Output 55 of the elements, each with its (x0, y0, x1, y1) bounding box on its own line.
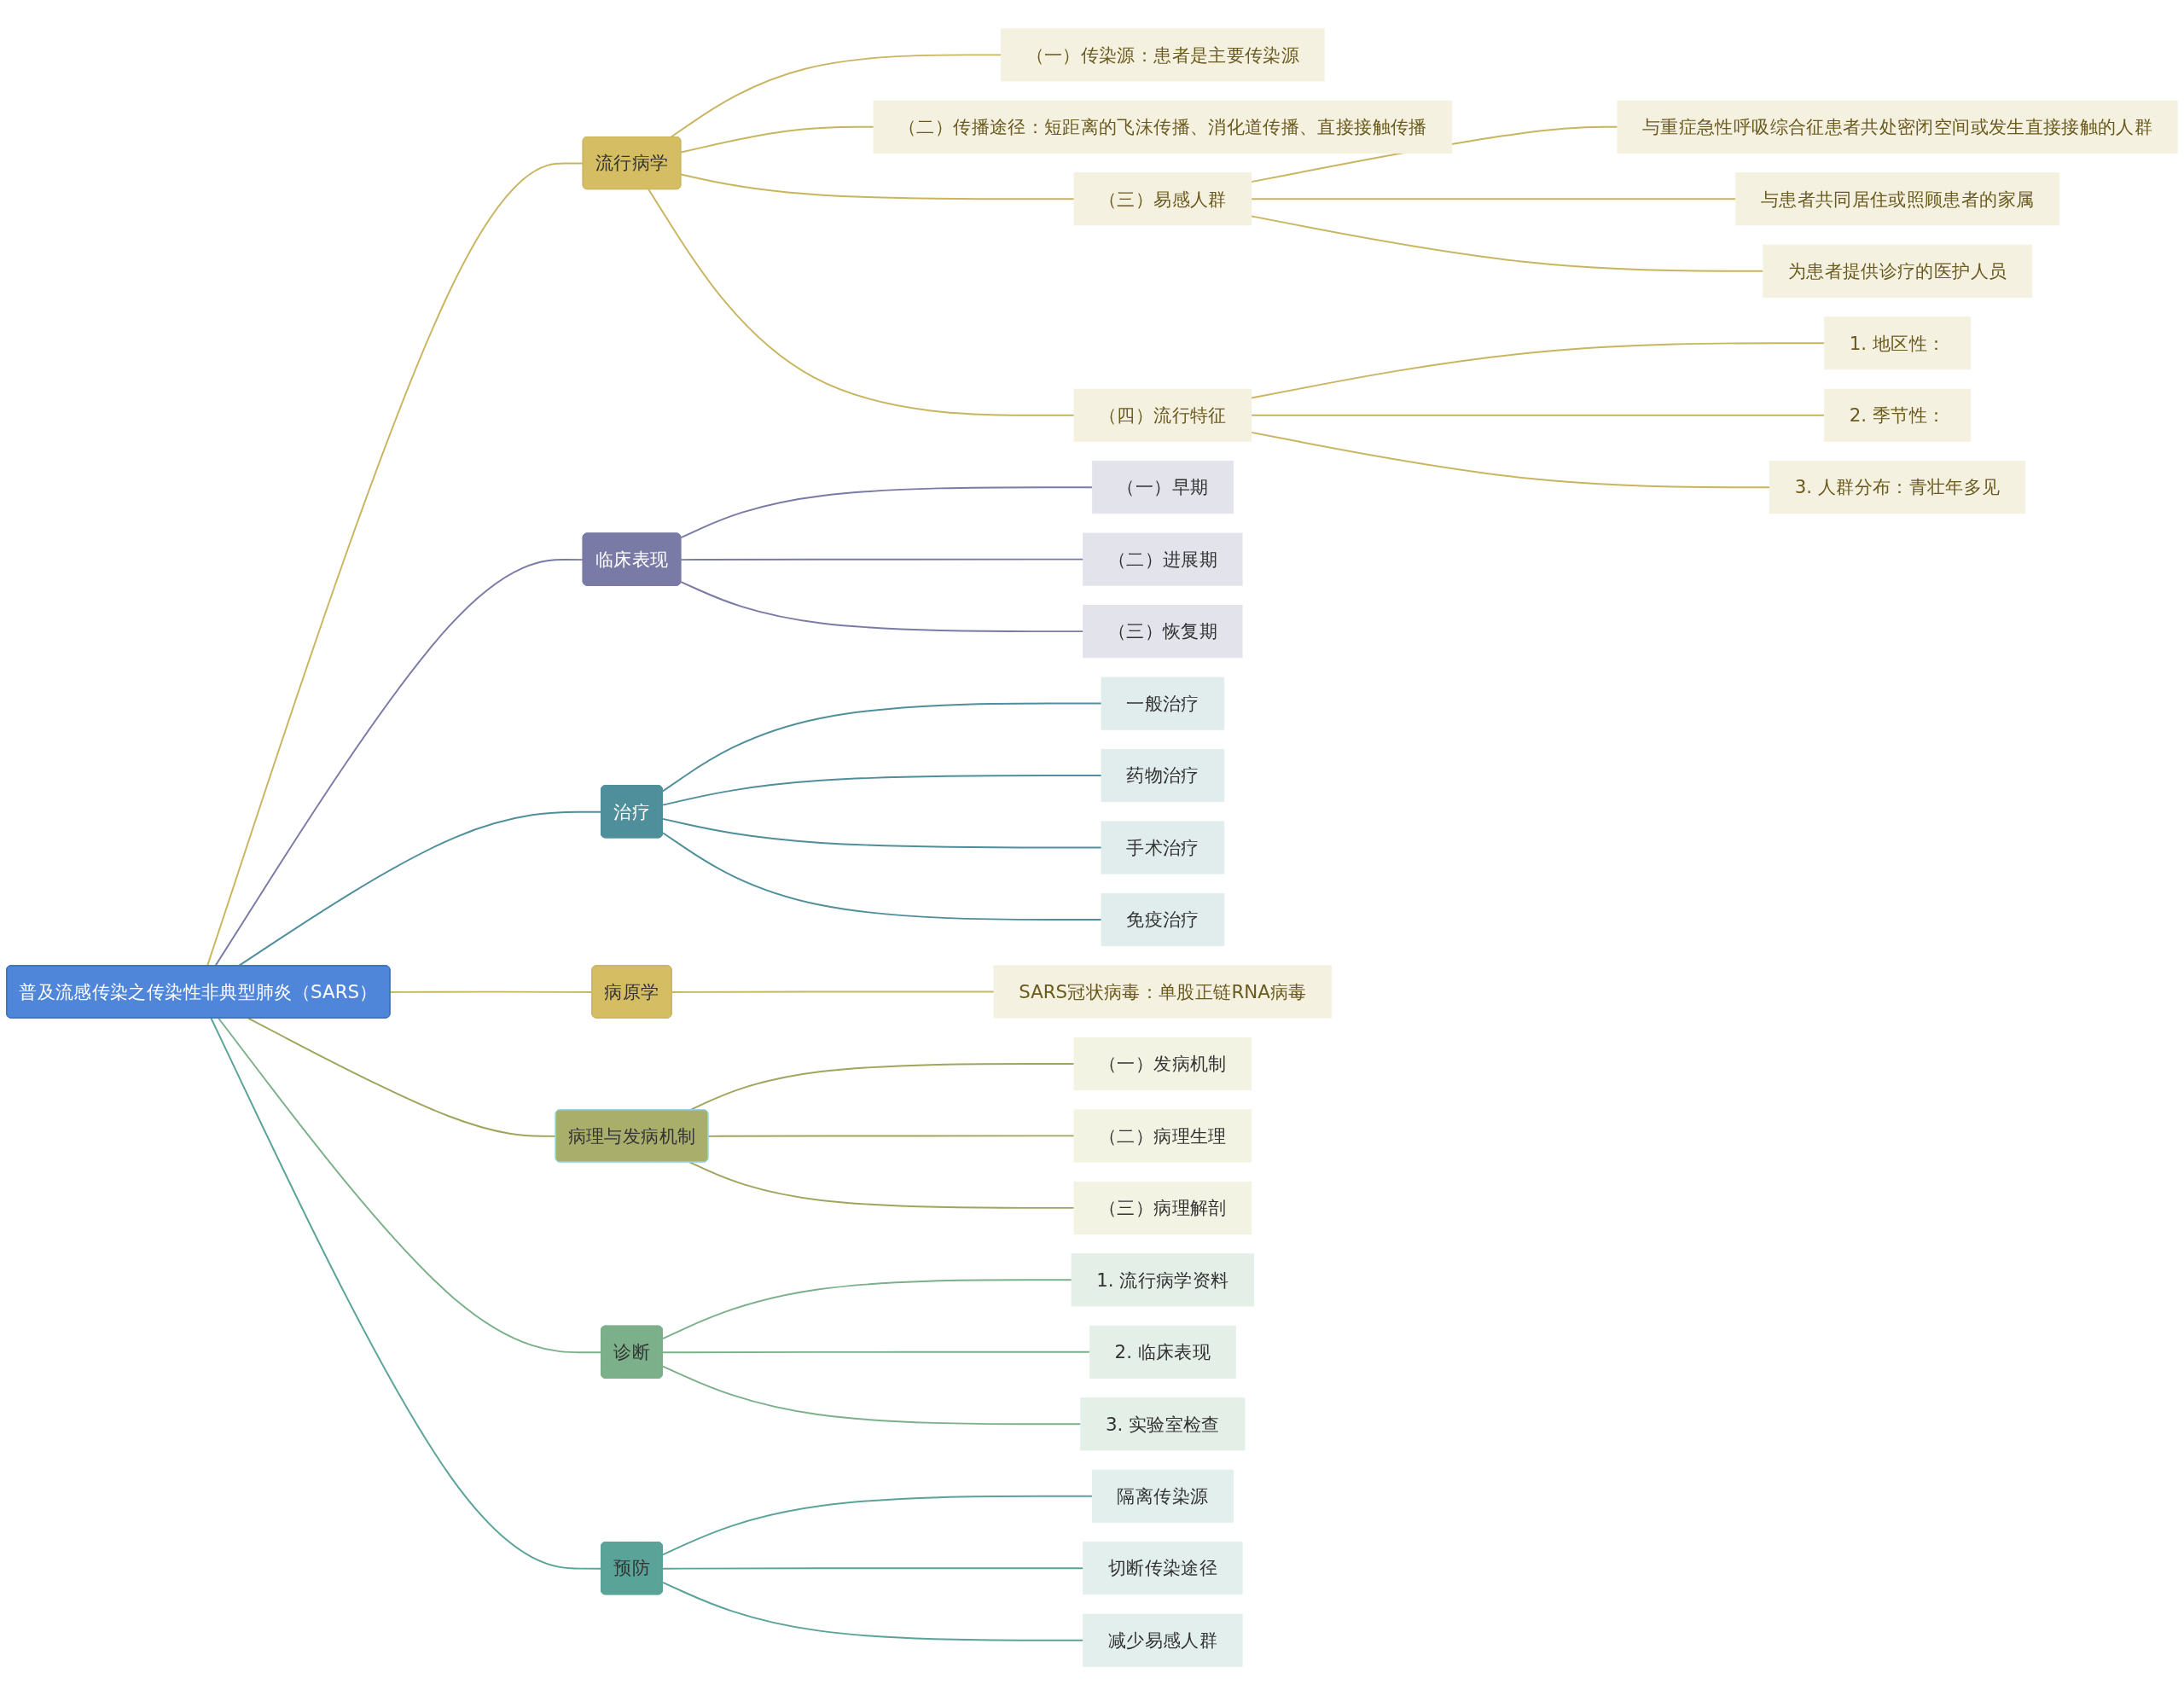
connector (247, 1018, 557, 1138)
connector (680, 126, 874, 154)
node-box: 隔离传染源 (1091, 1470, 1234, 1524)
connector (661, 1567, 1084, 1571)
node-box: 一般治疗 (1101, 677, 1225, 731)
node-box: 切断传染途径 (1083, 1542, 1243, 1595)
connector (680, 559, 1084, 561)
node-box: 2. 临床表现 (1089, 1326, 1236, 1379)
connector (661, 775, 1102, 807)
node-box: （一）传染源：患者是主要传染源 (1001, 28, 1325, 82)
node-box: 药物治疗 (1101, 749, 1225, 803)
node-box: 3. 实验室检查 (1080, 1397, 1246, 1451)
node-box: 3. 人群分布：青壮年多见 (1769, 461, 2026, 514)
connector (688, 1162, 1075, 1210)
node-box: （二）病理生理 (1073, 1109, 1252, 1163)
node-box: （三）易感人群 (1073, 172, 1252, 226)
connector (1250, 342, 1826, 400)
node-box: （三）恢复期 (1083, 605, 1243, 659)
node-box: （三）病理解剖 (1073, 1182, 1252, 1235)
node-box: 与患者共同居住或照顾患者的家属 (1735, 172, 2059, 226)
connector (661, 1279, 1073, 1340)
connector (680, 174, 1075, 200)
node-box: （四）流行特征 (1073, 389, 1252, 443)
connector (661, 1496, 1094, 1556)
connector (661, 1366, 1082, 1426)
node-box: 为患者提供诊疗的医护人员 (1763, 245, 2032, 299)
connector (671, 990, 995, 994)
connector (661, 832, 1102, 921)
node-box: 与重症急性呼吸综合征患者共处密闭空间或发生直接接触的人群 (1617, 101, 2178, 154)
connector (707, 1135, 1075, 1138)
connector (688, 1063, 1075, 1112)
node-box: （一）发病机制 (1073, 1037, 1252, 1091)
connector (1250, 198, 1737, 200)
connector (661, 1582, 1084, 1642)
connector (680, 486, 1094, 539)
node-box: 免疫治疗 (1101, 893, 1225, 947)
connector (206, 162, 584, 967)
connector (680, 581, 1084, 633)
connector (661, 818, 1102, 849)
node-box: SARS冠状病毒：单股正链RNA病毒 (993, 965, 1333, 1019)
node-box: （二）传播途径：短距离的飞沫传播、消化道传播、直接接触传播 (873, 101, 1453, 154)
connector (661, 703, 1102, 793)
connector (648, 189, 1075, 417)
node-box: 1. 地区性： (1824, 317, 1971, 370)
connector (661, 1351, 1091, 1354)
connector (1250, 215, 1764, 273)
connector (1250, 432, 1771, 489)
node-box: 2. 季节性： (1824, 389, 1971, 443)
node-box: 减少易感人群 (1083, 1614, 1243, 1668)
node-box: 1. 流行病学资料 (1071, 1253, 1255, 1307)
connector (1250, 415, 1826, 417)
node-box: （一）早期 (1091, 461, 1234, 514)
node-box: 手术治疗 (1101, 821, 1225, 875)
node-box: （二）进展期 (1083, 533, 1243, 587)
connector (214, 559, 584, 967)
